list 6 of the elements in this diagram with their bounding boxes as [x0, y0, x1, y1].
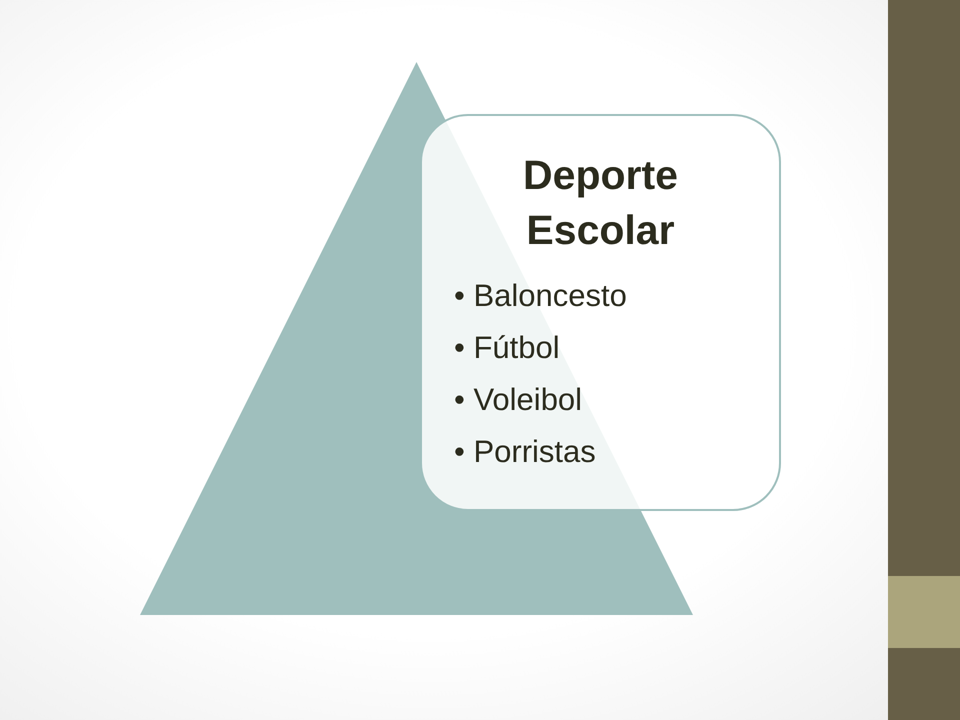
bullet-item: • Baloncesto — [454, 277, 627, 315]
bullet-item: • Fútbol — [454, 329, 560, 367]
bullet-item: • Voleibol — [454, 381, 582, 419]
card-heading: Deporte Escolar — [522, 151, 679, 255]
bullet-item: • Porristas — [454, 433, 596, 471]
text-card — [420, 114, 781, 511]
